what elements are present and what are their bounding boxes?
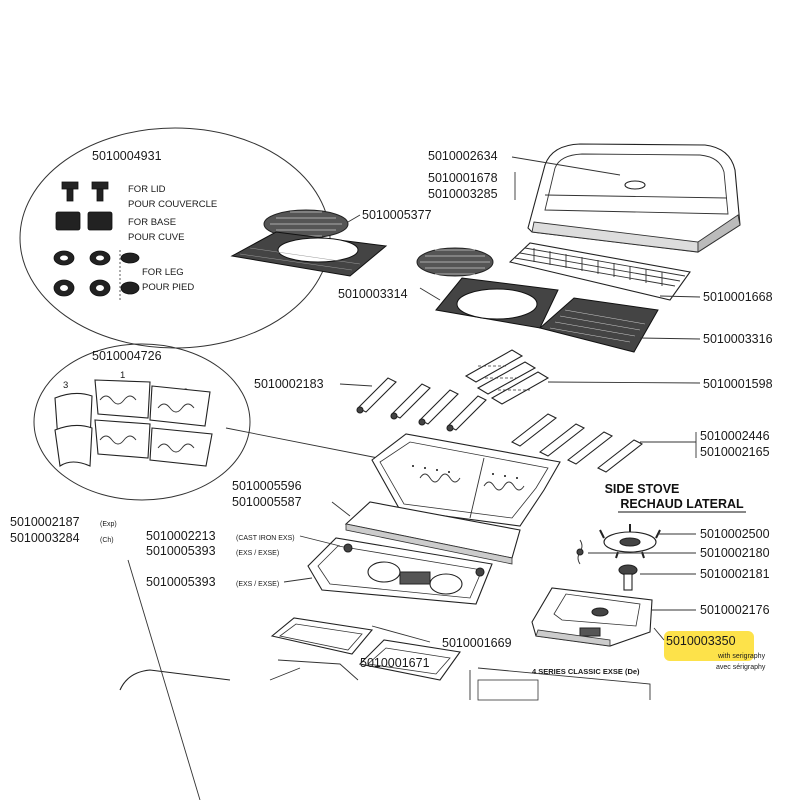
cast-iron-note: (CAST IRON EXS) <box>236 535 295 542</box>
heat-shield-part-number: 5010004726 <box>92 349 162 363</box>
warming-rack-part-number: 5010001668 <box>703 290 773 304</box>
igniter-part-number: 5010002180 <box>700 546 770 560</box>
round-insert-grate-middle <box>416 247 494 277</box>
lid-screw-icon <box>61 181 109 202</box>
lid-handle-part-number: 5010001678 <box>428 171 498 185</box>
warming-rack <box>508 242 691 301</box>
base-plug-icon <box>55 211 113 231</box>
manifold-frame <box>307 537 493 605</box>
exs-note-2: (EXS / EXSE) <box>236 581 279 588</box>
highlight-marker <box>664 631 754 661</box>
for-lid-label: FOR LID <box>128 184 166 195</box>
flavorizer-part-number: 5010001598 <box>703 377 773 391</box>
side-stove-part-number: 5010002176 <box>700 603 770 617</box>
thermometer-note: (Exp) <box>100 521 117 528</box>
front-panel-alt-part-number: 5010005587 <box>232 495 302 509</box>
flat-grate-right <box>538 297 659 353</box>
grate-part-number: 5010003314 <box>338 287 408 301</box>
burner-part-number: 5010002183 <box>254 377 324 391</box>
drip-tray-part-number: 5010001669 <box>442 636 512 650</box>
igniter-wire <box>576 539 584 565</box>
thermometer-alt-part-number: 5010003284 <box>10 531 80 545</box>
model-caption: 4 SERIES CLASSIC EXSE (De) <box>532 667 640 676</box>
shield-number-1: 1 <box>120 370 125 381</box>
pour-pied-label: POUR PIED <box>142 282 194 293</box>
lid-part-number: 5010002634 <box>428 149 498 163</box>
valve-part-number: 5010002181 <box>700 567 770 581</box>
side-burner-grate-part-number: 5010002500 <box>700 527 770 541</box>
round-grate-part-number: 5010005377 <box>362 208 432 222</box>
front-panel <box>344 501 521 565</box>
serigraphy-note-fr: avec sérigraphy <box>716 664 766 671</box>
for-leg-label: FOR LEG <box>142 267 184 278</box>
drip-tray <box>270 617 374 655</box>
lid-handle-alt-part-number: 5010003285 <box>428 187 498 201</box>
thermometer-part-number: 5010002187 <box>10 515 80 529</box>
fastener-kit-part-number: 5010004931 <box>92 149 162 163</box>
side-stove-title: SIDE STOVE <box>605 482 680 496</box>
heat-shield-inset: 5010004726 1 2 3 <box>33 343 379 501</box>
side-burner-valve <box>618 564 638 591</box>
side-stove-title-fr: RECHAUD LATERAL <box>620 497 744 511</box>
fastener-inset: 5010004931 FOR LID POUR COUVERCLE FOR BA… <box>19 127 331 349</box>
for-base-label: FOR BASE <box>128 217 176 228</box>
shield-number-3: 3 <box>63 380 68 391</box>
grill-lid <box>527 143 741 253</box>
grease-tray-part-number: 5010001671 <box>360 656 430 670</box>
side-stove-lid-part-number: 5010003350 <box>666 634 736 648</box>
exs-part-number: 5010005393 <box>146 544 216 558</box>
burner-tubes <box>356 377 487 432</box>
cast-iron-part-number: 5010002213 <box>146 529 216 543</box>
flat-grate-part-number: 5010003316 <box>703 332 773 346</box>
heat-shield-icon <box>54 379 213 467</box>
exs-part-number-2: 5010005393 <box>146 575 216 589</box>
deflector-part-number: 5010002446 <box>700 429 770 443</box>
serigraphy-note-en: with serigraphy <box>717 653 766 660</box>
thermometer-alt-note: (Ch) <box>100 537 114 544</box>
leg-foot-icon <box>53 250 140 300</box>
flavorizer-bars <box>464 349 550 405</box>
exs-note: (EXS / EXSE) <box>236 550 279 557</box>
grease-tray <box>358 639 461 681</box>
front-panel-part-number: 5010005596 <box>232 479 302 493</box>
pour-cuve-label: POUR CUVE <box>128 232 184 243</box>
lower-cabinet-outline <box>469 667 651 701</box>
deflector-alt-part-number: 5010002165 <box>700 445 770 459</box>
pour-couvercle-label: POUR COUVERCLE <box>128 199 217 210</box>
lower-shelf-outline <box>119 659 359 691</box>
flame-deflectors <box>510 413 644 473</box>
cook-box <box>371 433 561 527</box>
side-stove-body <box>531 587 653 647</box>
grate-frame-middle <box>435 277 559 329</box>
grate-frame-left <box>230 231 388 277</box>
